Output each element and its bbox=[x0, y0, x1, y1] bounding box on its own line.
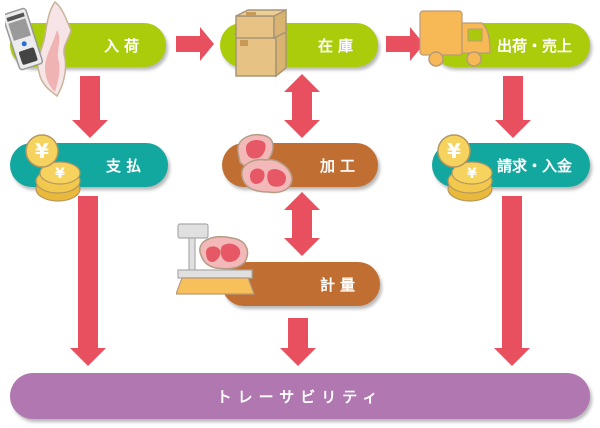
node-shukka: 出荷・売上 bbox=[432, 23, 590, 67]
arrow-zaiko-to-shukka bbox=[386, 27, 424, 61]
arrow-seikyu-to-traceability bbox=[494, 196, 530, 366]
cardboard-boxes-icon bbox=[232, 4, 288, 78]
node-traceability: トレーサビリティ bbox=[10, 373, 590, 419]
handheld-scanner-and-meat-icon bbox=[5, 0, 77, 100]
svg-text:¥: ¥ bbox=[55, 166, 65, 182]
arrow-zaiko-kako-bidirectional bbox=[284, 74, 320, 138]
arrow-kako-keiryo-bidirectional bbox=[284, 192, 320, 256]
arrow-nyuka-to-shiharai bbox=[72, 76, 108, 138]
node-traceability-label: トレーサビリティ bbox=[216, 387, 384, 406]
weighing-scale-icon bbox=[176, 222, 266, 298]
node-seikyu-label: 請求・入金 bbox=[496, 156, 572, 175]
delivery-truck-icon bbox=[418, 9, 494, 67]
yen-coins-icon: ¥ ¥ bbox=[434, 133, 496, 203]
arrow-shukka-to-seikyu bbox=[495, 76, 531, 138]
node-shukka-label: 出荷・売上 bbox=[496, 36, 572, 55]
arrow-keiryo-to-traceability bbox=[280, 318, 316, 366]
svg-text:¥: ¥ bbox=[447, 139, 461, 163]
svg-text:¥: ¥ bbox=[35, 139, 49, 163]
node-keiryo-label: 計量 bbox=[319, 275, 360, 294]
node-zaiko-label: 在庫 bbox=[317, 36, 358, 55]
svg-text:¥: ¥ bbox=[467, 166, 477, 182]
node-kako-label: 加工 bbox=[319, 156, 360, 175]
meat-cuts-icon bbox=[232, 130, 300, 196]
arrow-nyuka-to-zaiko bbox=[176, 27, 214, 61]
yen-coins-icon: ¥ ¥ bbox=[22, 133, 84, 203]
node-nyuka-label: 入荷 bbox=[103, 36, 144, 55]
node-shiharai-label: 支払 bbox=[105, 156, 146, 175]
arrow-shiharai-to-traceability bbox=[70, 196, 106, 366]
